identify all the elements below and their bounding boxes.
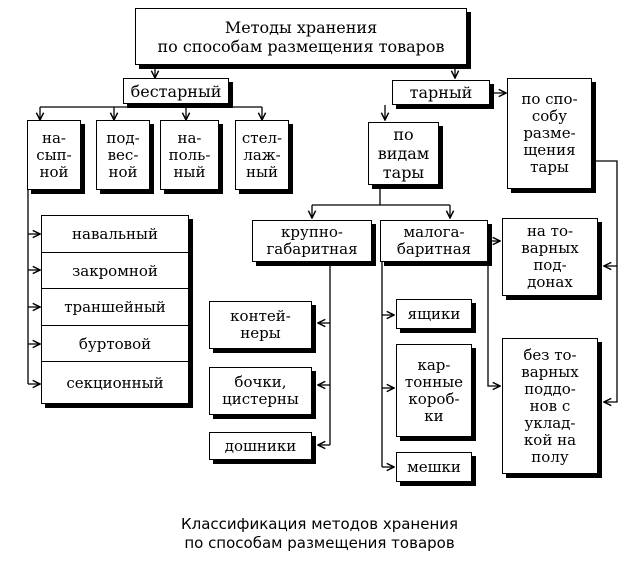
bulk-method-transheyny: траншейный: [41, 288, 189, 326]
bulk-stellazhny-box: стел- лаж- ный: [235, 120, 289, 190]
bulk-method-zakromnoy: закромной: [41, 251, 189, 290]
bulk-napolny-box: на- поль- ный: [160, 120, 219, 190]
placement-without-pallets: без то- варных поддо- нов с уклад- кой н…: [502, 338, 598, 474]
packaged-storage-box: тарный: [392, 80, 490, 105]
bulk-method-burtovoy: буртовой: [41, 324, 189, 363]
figure-caption: Классификация методов хранения по способ…: [180, 515, 459, 552]
large-container-box: крупно- габаритная: [252, 220, 372, 262]
root-methods-box: Методы хранения по способам размещения т…: [135, 8, 467, 65]
small-container-box: малога- баритная: [380, 220, 488, 262]
large-item-containers: контей- неры: [209, 301, 312, 349]
bulk-storage-box: бестарный: [123, 78, 229, 104]
small-item-sacks: мешки: [396, 452, 472, 482]
bulk-methods-list: навальный закромной траншейный буртовой …: [41, 215, 189, 404]
bulk-nasypnoy-box: на- сып- ной: [27, 120, 81, 190]
bulk-podvesnoy-box: под- вес- ной: [96, 120, 150, 190]
by-container-type-box: по видам тары: [368, 122, 439, 185]
small-item-cardboard: кар- тонные короб- ки: [396, 344, 472, 437]
small-item-boxes: ящики: [396, 299, 472, 329]
large-item-barrels: бочки, цистерны: [209, 367, 312, 415]
large-item-doshniki: дошники: [209, 432, 312, 460]
bulk-method-sektsionny: секционный: [41, 361, 189, 404]
placement-on-pallets: на то- варных под- донах: [502, 218, 598, 296]
by-placement-method-box: по спо- собу разме- щения тары: [507, 78, 592, 189]
bulk-method-navalny: навальный: [41, 215, 189, 253]
